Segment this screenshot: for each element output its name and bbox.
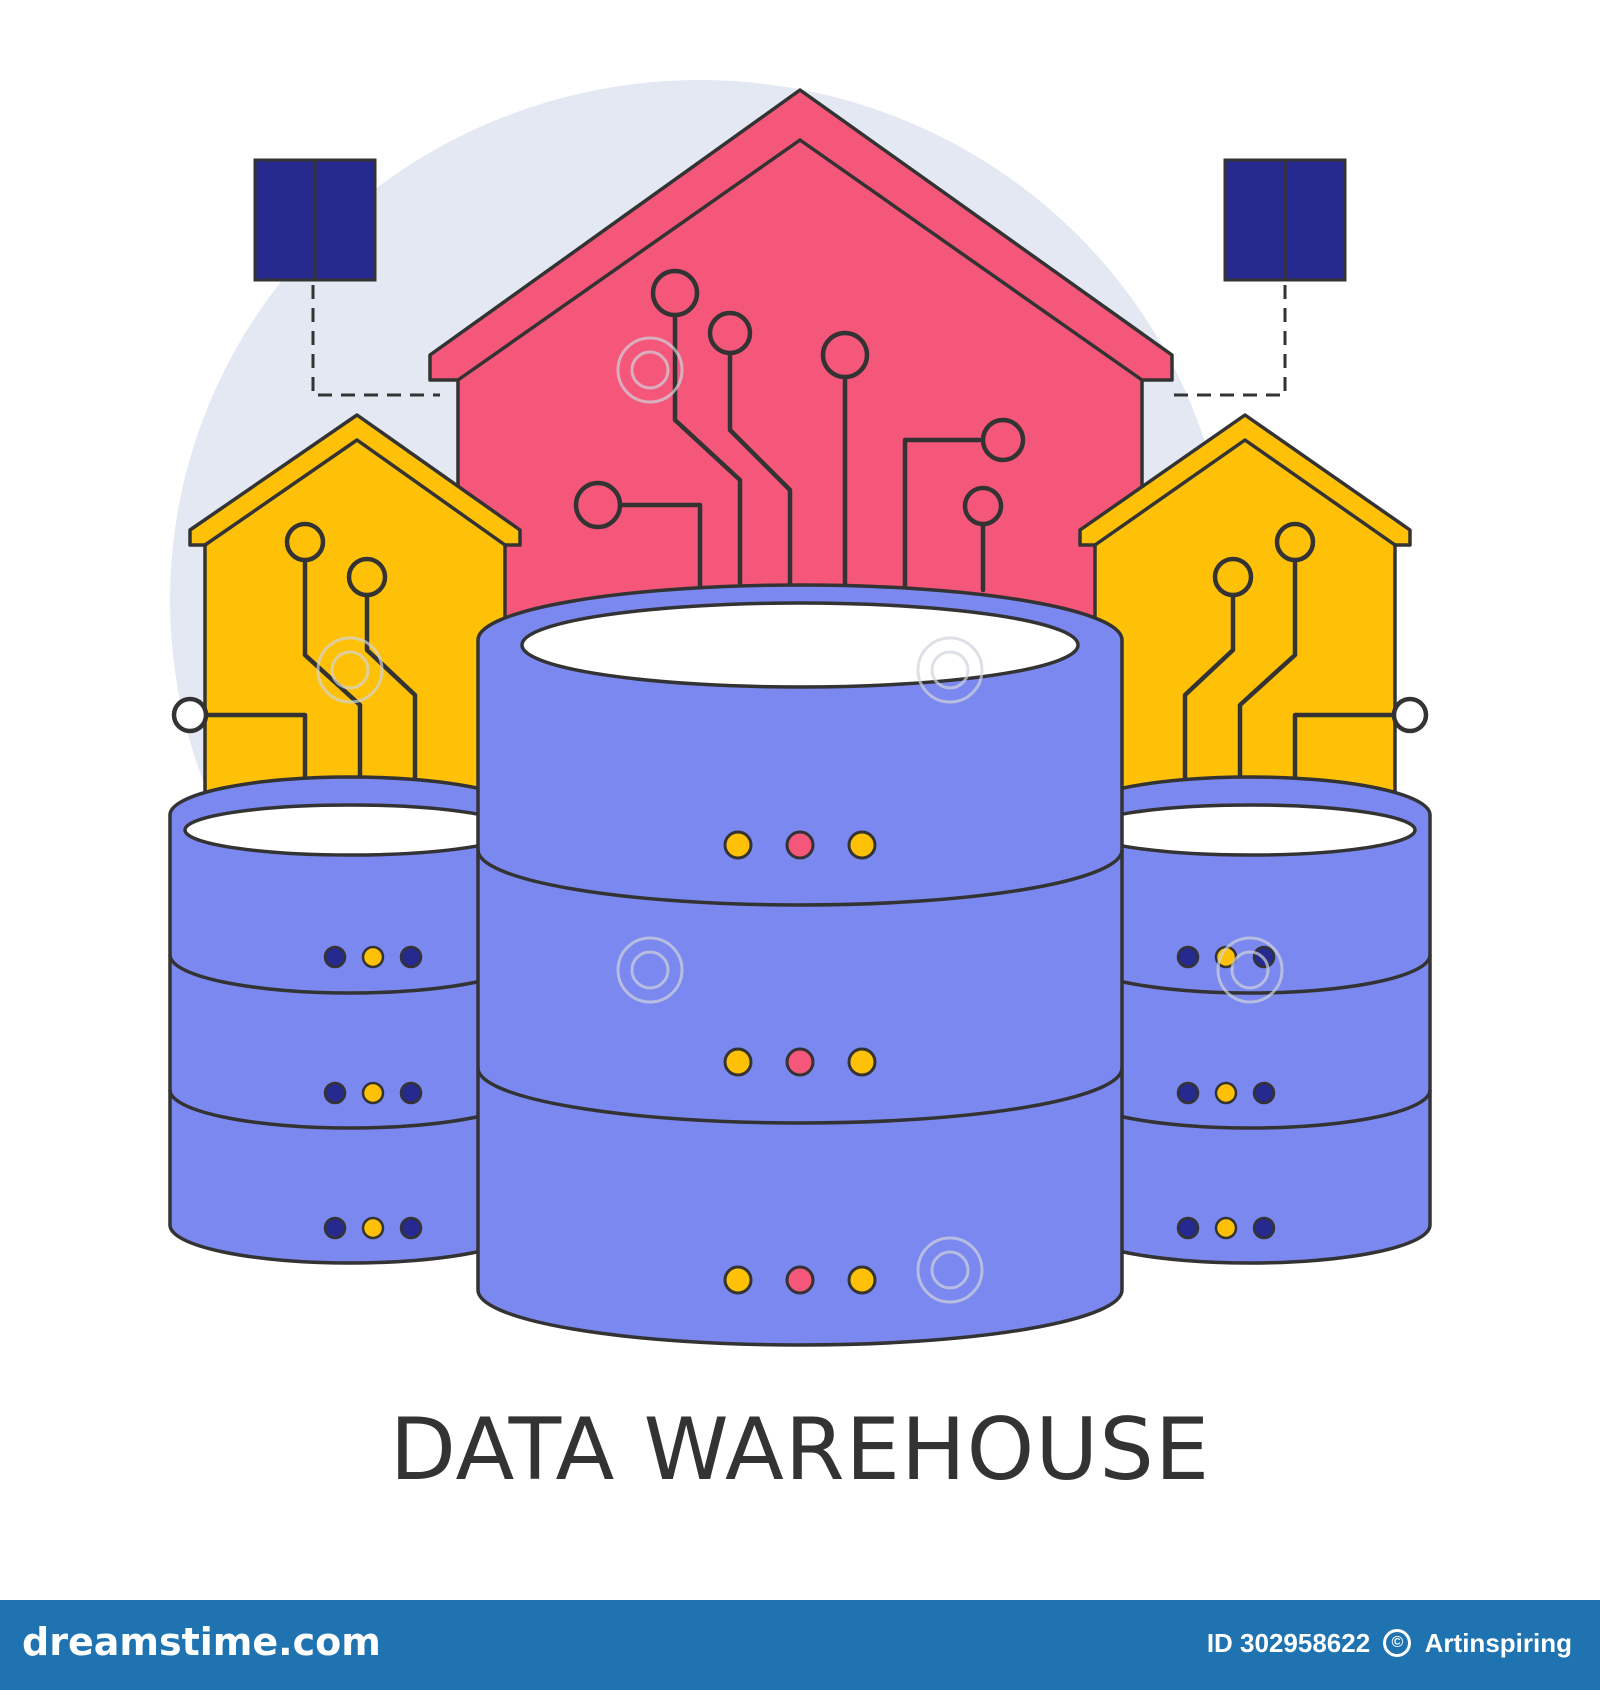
dashed-connectors xyxy=(311,285,1287,397)
footer-bar: dreamstime.com ID 302958622 © Artinspiri… xyxy=(0,1600,1600,1690)
footer-brand[interactable]: dreamstime.com xyxy=(22,1620,381,1664)
database-left-icon xyxy=(168,775,532,1265)
copyright-icon: © xyxy=(1383,1629,1412,1658)
data-warehouse-illustration xyxy=(168,80,1432,1347)
circuit-center-icon xyxy=(617,312,1003,593)
database-left-leds xyxy=(323,945,423,1240)
circuit-right-icon xyxy=(1182,557,1398,803)
database-right-leds xyxy=(1176,945,1276,1240)
database-center-leds xyxy=(723,830,877,1295)
circuit-left-icon xyxy=(202,557,418,803)
house-right-icon xyxy=(1078,413,1412,822)
author-name[interactable]: Artinspiring xyxy=(1424,1628,1572,1658)
database-center-icon xyxy=(476,583,1124,1347)
image-id-label: ID 302958622 xyxy=(1206,1628,1371,1658)
data-node-left-icon xyxy=(253,158,377,282)
database-right-icon xyxy=(1068,775,1432,1265)
footer-meta: ID 302958622 © Artinspiring xyxy=(1207,1628,1572,1661)
circuit-right-nodes xyxy=(1212,521,1429,734)
illustration-caption: DATA WAREHOUSE xyxy=(389,1400,1211,1500)
circuit-center-nodes xyxy=(573,268,1026,530)
watermark-icons xyxy=(316,336,1284,1304)
circuit-left-nodes xyxy=(171,521,388,734)
data-node-right-icon xyxy=(1223,158,1347,282)
